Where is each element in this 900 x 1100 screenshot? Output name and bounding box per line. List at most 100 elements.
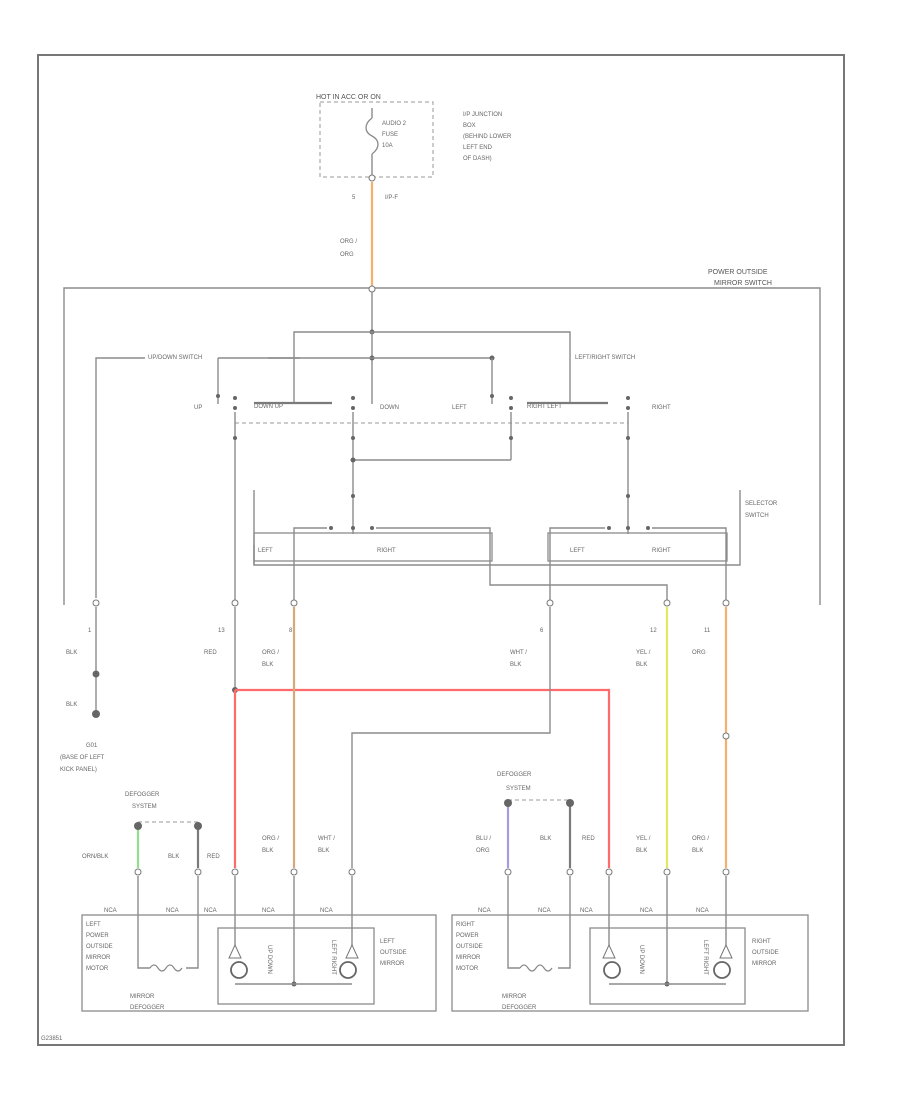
up-label: UP [194,405,202,411]
wire3-pin: 8 [289,628,293,634]
left-conn-5: NCA [320,908,333,914]
right-c4-wire-1: YEL / [636,836,651,842]
diagram-code: G23851 [41,1036,63,1042]
left-label: LEFT [452,405,467,411]
fuse-label-2: FUSE [382,132,398,138]
right-c1-wire-1: BLU / [476,836,491,842]
fuse-header: HOT IN ACC OR ON [316,94,381,101]
ground-location-1: (BASE OF LEFT [60,755,105,761]
selector-right-2: RIGHT [652,548,671,554]
fuse-junction-box: HOT IN ACC OR ON AUDIO 2 FUSE 10A I/P JU… [316,94,512,201]
right-motor-updown-symbol [603,961,621,979]
wire4-pin: 6 [540,628,544,634]
right-c3-wire: RED [582,836,595,842]
right-motor-name-3: OUTSIDE [456,944,483,950]
right-c5-wire-1: ORG / [692,836,709,842]
ground-id: G01 [86,743,98,749]
left-conn-3: NCA [204,908,217,914]
wire5-color-2: BLK [636,662,647,668]
updown-switch-label: UP/DOWN SWITCH [148,355,202,361]
left-c1-wire: ORN/BLK [82,854,108,860]
wire-wht-blk [351,607,551,868]
right-motor-leftright-symbol [713,961,731,979]
left-c5-wire-2: BLK [318,848,329,854]
selector-left-2: LEFT [570,548,585,554]
left-motor-name-4: MIRROR [86,955,111,961]
left-outside-mirror-3: MIRROR [380,961,405,967]
wire6-color: ORG [692,650,706,656]
left-motor-name-1: LEFT [86,922,101,928]
fuse-symbol [365,117,379,155]
leftright-mid-label: RIGHT LEFT [527,404,562,410]
power-wire-color-1: ORG / [340,239,357,245]
wire1-color: BLK [66,650,77,656]
wire2-color: RED [204,650,217,656]
junction-box-label-1: I/P JUNCTION [463,112,502,118]
right-mirror-assembly: DEFOGGER SYSTEM BLU / ORG BLK RED YEL / … [451,772,809,1012]
right-conn-2: NCA [538,908,551,914]
fuse-pin: 5 [352,195,356,201]
right-c1-wire-2: ORG [476,848,490,854]
left-defogger-label-2: SYSTEM [132,804,157,810]
left-defogger-label-1: DEFOGGER [125,792,160,798]
wire3-color-2: BLK [262,662,273,668]
right-motor-updown-label: UP DOWN [638,945,644,974]
right-defogger-box-2: DEFOGGER [502,1005,537,1011]
left-conn-1: NCA [104,908,117,914]
left-motor-updown-symbol [230,961,248,979]
switch-terminals [92,599,730,607]
left-c3-wire: RED [207,854,220,860]
right-label: RIGHT [652,405,671,411]
right-outside-mirror-2: OUTSIDE [752,950,779,956]
power-wire-color-2: ORG [340,252,354,258]
left-outside-mirror-2: OUTSIDE [380,950,407,956]
right-motor-leftright-label: LEFT RIGHT [702,940,708,975]
right-motor-name-4: MIRROR [456,955,481,961]
left-defogger-box-2: DEFOGGER [130,1005,165,1011]
left-motor-leftright-symbol [339,961,357,979]
right-c2-wire: BLK [540,836,551,842]
fuse-label-3: 10A [382,143,393,149]
left-c5-wire-1: WHT / [318,836,335,842]
left-motor-name-2: POWER [86,933,109,939]
wire2-pin: 13 [218,628,225,634]
selector-left-1: LEFT [258,548,273,554]
wire5-pin: 12 [650,628,657,634]
left-conn-4: NCA [262,908,275,914]
wire5-color-1: YEL / [636,650,651,656]
junction-box-label-3: (BEHIND LOWER [463,134,512,140]
left-defogger-box-1: MIRROR [130,994,155,1000]
wire4-color-1: WHT / [510,650,527,656]
mirror-switch: POWER OUTSIDE MIRROR SWITCH UP/DOWN SWIT… [63,269,821,605]
wire-org-splice [722,732,730,740]
fuse-label-1: AUDIO 2 [382,121,407,127]
left-motor-updown-label: UP DOWN [266,945,272,974]
left-outside-mirror-1: LEFT [380,939,395,945]
left-motor-leftright-label: LEFT RIGHT [330,940,336,975]
right-conn-5: NCA [696,908,709,914]
right-outside-mirror-3: MIRROR [752,961,777,967]
fuse-connector: I/P-F [385,195,398,201]
wire4-color-2: BLK [510,662,521,668]
wire6-pin: 11 [704,628,711,634]
wire1-pin: 1 [88,628,92,634]
right-defogger-label-2: SYSTEM [506,786,531,792]
left-motor-name-5: MOTOR [86,966,109,972]
updown-mid-label: DOWN UP [254,404,283,410]
right-motor-name-5: MOTOR [456,966,479,972]
ground-location-2: KICK PANEL) [60,767,97,773]
selector-label-1: SELECTOR [745,501,778,507]
down-label: DOWN [380,405,399,411]
right-defogger-label-1: DEFOGGER [497,772,532,778]
junction-box-label-2: BOX [463,123,476,129]
switch-title-2: MIRROR SWITCH [714,280,772,287]
diagram-frame [37,54,845,1046]
fuse-terminal [368,174,376,182]
right-conn-3: NCA [580,908,593,914]
left-c2-wire: BLK [168,854,179,860]
ground-wire: BLK [66,702,77,708]
wire-red [233,688,611,868]
left-c4-wire-2: BLK [262,848,273,854]
right-c4-wire-2: BLK [636,848,647,854]
